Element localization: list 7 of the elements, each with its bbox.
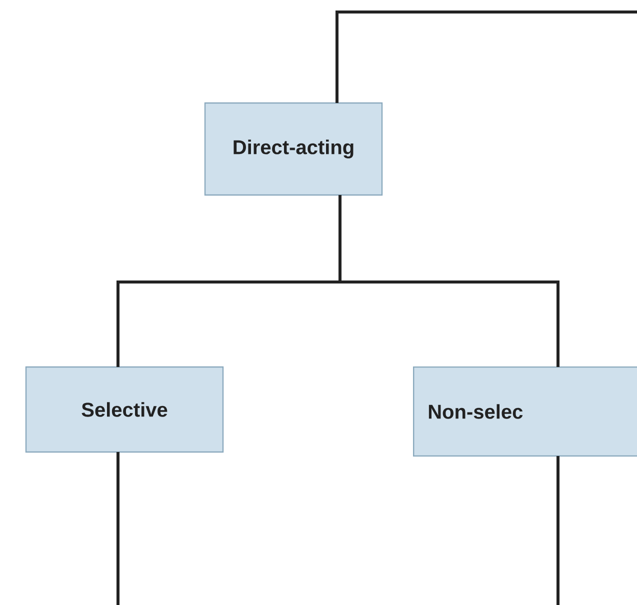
category-box: Non-selec — [413, 366, 637, 457]
connector-line — [116, 452, 120, 605]
connector-line — [336, 10, 637, 103]
category-box: Direct-acting — [204, 102, 383, 196]
connector-line — [556, 456, 560, 605]
connector-line — [338, 195, 560, 367]
category-box: Selective — [25, 366, 224, 453]
